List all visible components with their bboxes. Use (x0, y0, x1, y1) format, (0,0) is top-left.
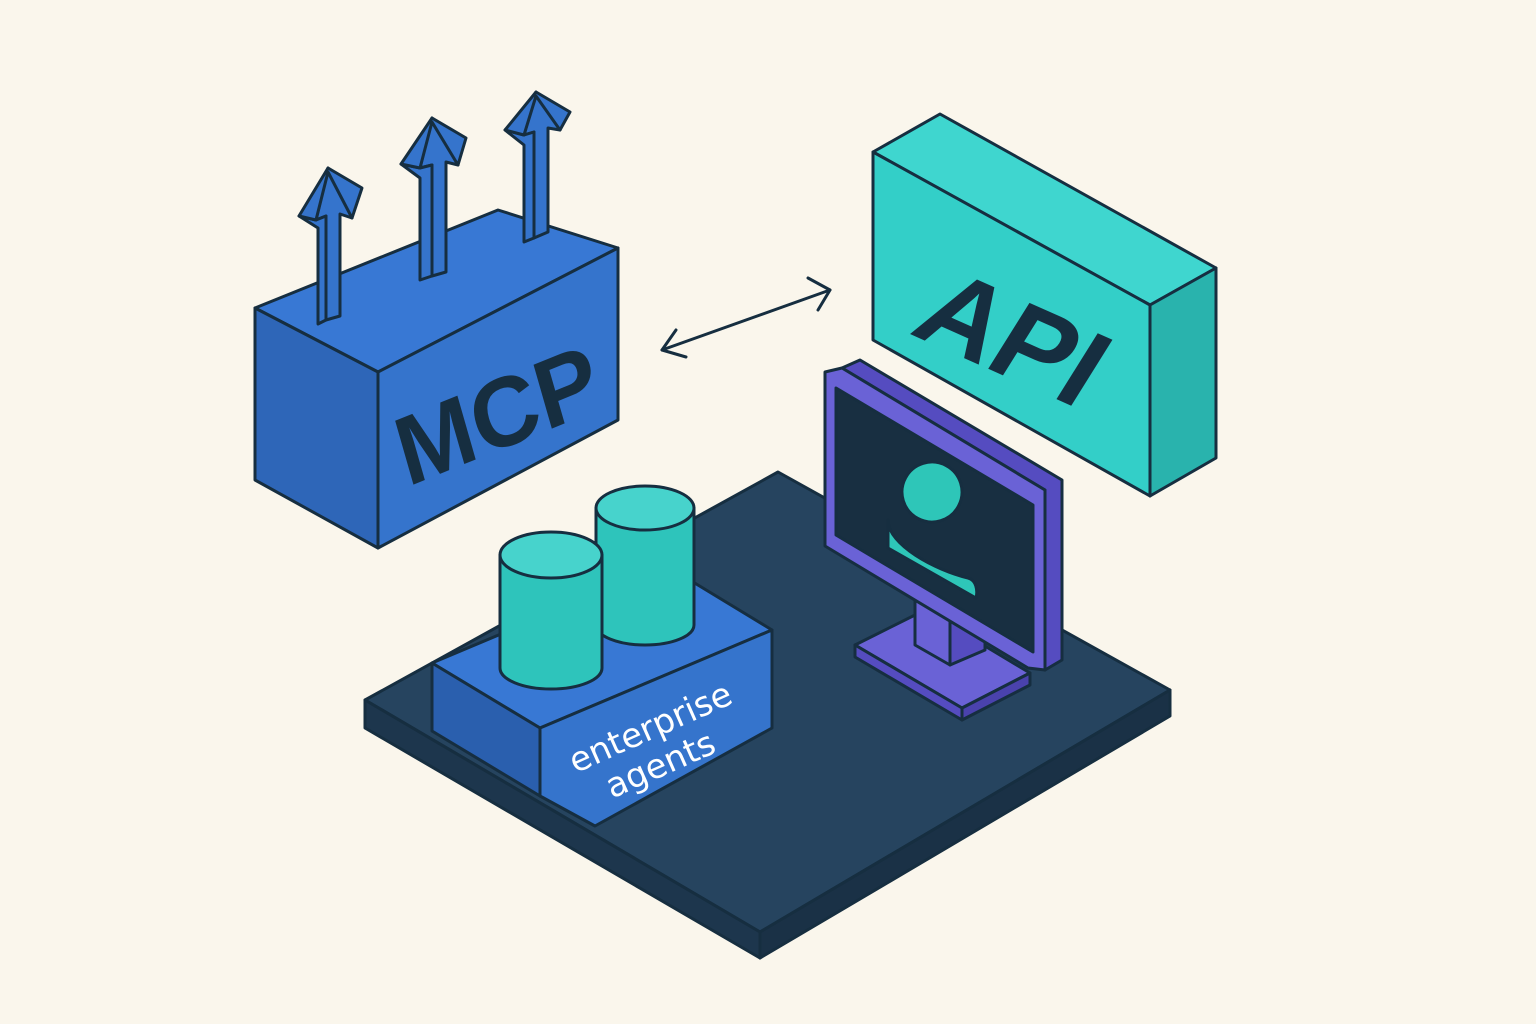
api-box (871, 112, 1218, 498)
double-arrow-icon (660, 276, 832, 359)
up-arrow-icon-2 (399, 116, 468, 282)
platform-right-side (758, 688, 1172, 960)
mcp-box (253, 208, 620, 550)
enterprise-box-front (538, 628, 774, 828)
api-box-side (1148, 266, 1218, 498)
monitor-icon (823, 358, 1064, 722)
up-arrow-icon-1 (297, 166, 364, 326)
database-cylinder-icon-front (498, 530, 604, 691)
monitor-base-side (960, 671, 1032, 722)
up-arrow-icon-3 (503, 90, 572, 244)
user-avatar-icon (886, 460, 979, 600)
database-cylinder-icon-back (594, 484, 696, 647)
mcp-box-front (376, 246, 620, 550)
api-box-front (871, 150, 1152, 498)
